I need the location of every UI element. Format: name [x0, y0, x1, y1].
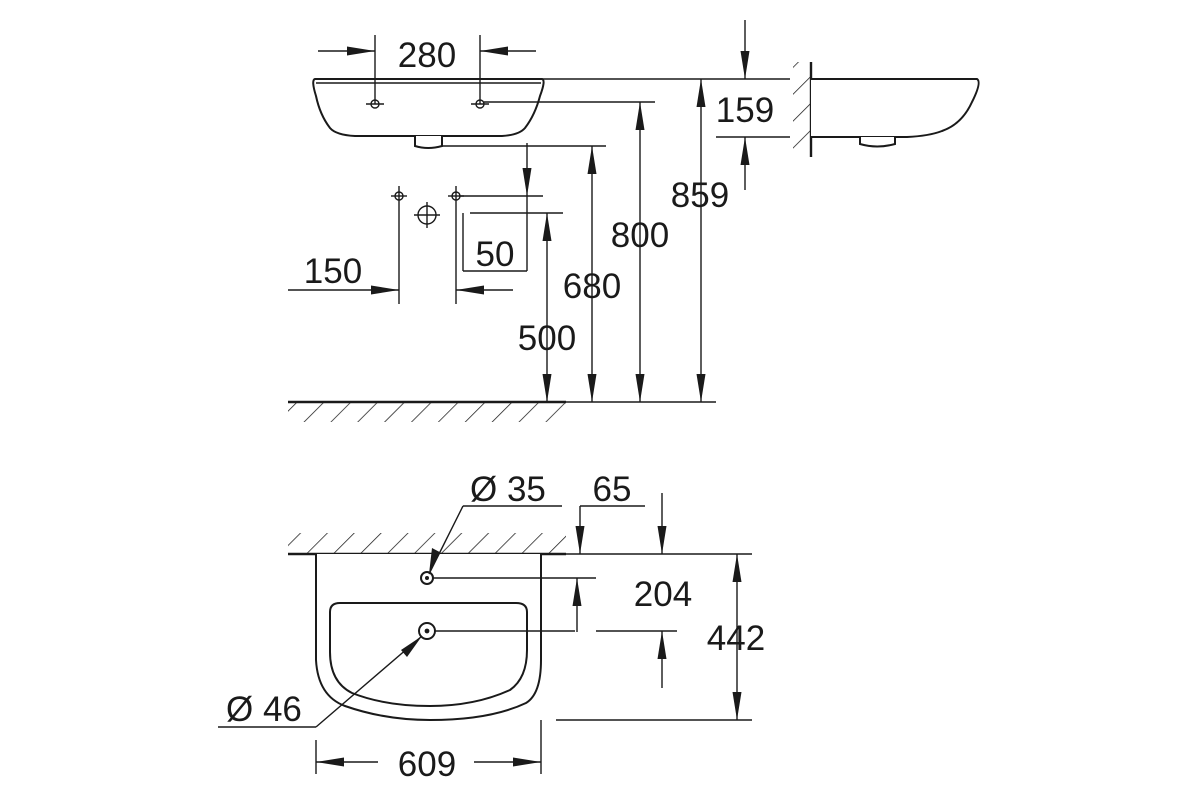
dim-500-label: 500 [518, 319, 576, 358]
dim-500: 500 [518, 213, 576, 402]
dim-800: 800 [611, 102, 669, 402]
dim-50-label: 50 [476, 235, 515, 274]
dim-442: 442 [556, 554, 765, 721]
front-elevation: 280 859 800 680 [288, 35, 729, 422]
dim-859-label: 859 [671, 176, 729, 215]
dim-204: 204 [572, 575, 692, 688]
floor-hatch [288, 400, 566, 422]
dim-50: 50 [456, 143, 532, 295]
dim-609-label: 609 [398, 745, 456, 784]
basin-side-body [811, 78, 980, 138]
dim-159: 159 [716, 20, 790, 190]
dim-159-label: 159 [716, 91, 774, 130]
dim-859: 859 [671, 79, 729, 402]
dim-diameter-35-label: Ø 35 [470, 470, 546, 509]
supply-point-left [391, 186, 407, 304]
basin-side-waste [859, 137, 896, 148]
dim-680: 680 [563, 146, 621, 402]
tap-hole [420, 571, 434, 585]
dim-609: 609 [315, 720, 542, 784]
dim-diameter-46: Ø 46 [218, 635, 423, 729]
dim-442-label: 442 [707, 619, 765, 658]
supply-point-right [448, 186, 543, 304]
side-elevation: 159 [716, 20, 980, 190]
wall-side-hatch [793, 62, 813, 157]
wall-plan-hatch [288, 533, 566, 556]
dim-800-label: 800 [611, 216, 669, 255]
dim-204-label: 204 [634, 575, 692, 614]
dim-65: 65 [575, 470, 667, 554]
plan-view: Ø 35 Ø 46 65 204 [218, 470, 765, 784]
basin-front-waste [414, 136, 443, 149]
basin-front-body [312, 78, 545, 137]
dim-280-label: 280 [398, 36, 456, 75]
waste-connection-point [414, 202, 440, 228]
dim-diameter-35: Ø 35 [428, 470, 562, 575]
dim-diameter-46-label: Ø 46 [226, 690, 302, 729]
basin-plan-bowl [329, 602, 528, 708]
dim-65-label: 65 [593, 470, 632, 509]
dim-150: 150 [288, 252, 399, 295]
dim-280: 280 [318, 35, 536, 104]
dim-150-label: 150 [304, 252, 362, 291]
dim-680-label: 680 [563, 267, 621, 306]
